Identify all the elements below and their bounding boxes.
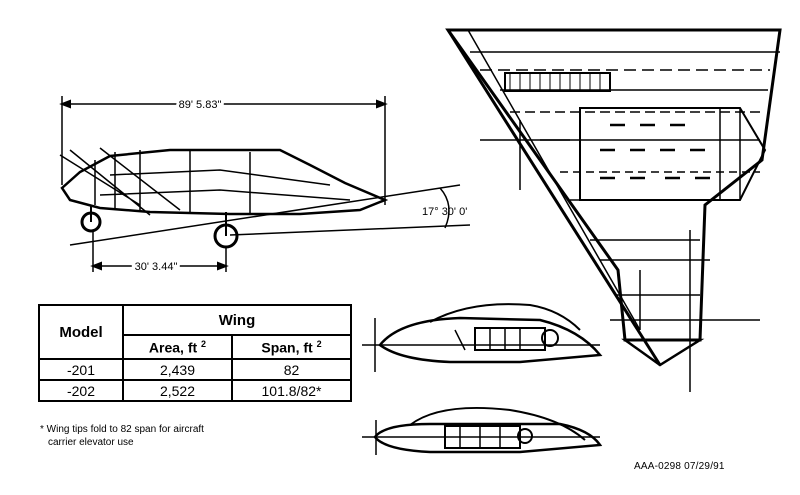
footnote: * Wing tips fold to 82 span for aircraft… (40, 423, 270, 449)
model-spec-table: Model Wing Area, ft 2 Span, ft 2 -201 2,… (38, 304, 352, 402)
table-row: -201 2,439 82 (38, 358, 352, 381)
angle-label: 17° 30' 0' (422, 206, 467, 218)
area-cell: 2,522 (122, 379, 233, 402)
model-header: Model (38, 304, 124, 360)
side-view (59, 96, 471, 272)
span-header: Span, ft 2 (231, 334, 352, 360)
drawing-id: AAA-0298 07/29/91 (634, 461, 725, 472)
overall-length-label: 89' 5.83" (179, 99, 222, 111)
span-cell: 101.8/82* (231, 379, 352, 402)
model-cell: -202 (38, 379, 124, 402)
gear-distance-label: 30' 3.44" (135, 261, 178, 273)
plan-view (445, 28, 782, 392)
footnote-line: carrier elevator use (48, 437, 134, 448)
wing-header: Wing (122, 304, 352, 336)
model-cell: -201 (38, 358, 124, 381)
area-header: Area, ft 2 (122, 334, 233, 360)
footnote-line: * Wing tips fold to 82 span for aircraft (40, 424, 204, 435)
front-view (362, 303, 603, 372)
side-profile (60, 148, 389, 216)
area-cell: 2,439 (122, 358, 233, 381)
lower-view (362, 406, 603, 455)
table-row: -202 2,522 101.8/82* (38, 379, 352, 402)
span-cell: 82 (231, 358, 352, 381)
